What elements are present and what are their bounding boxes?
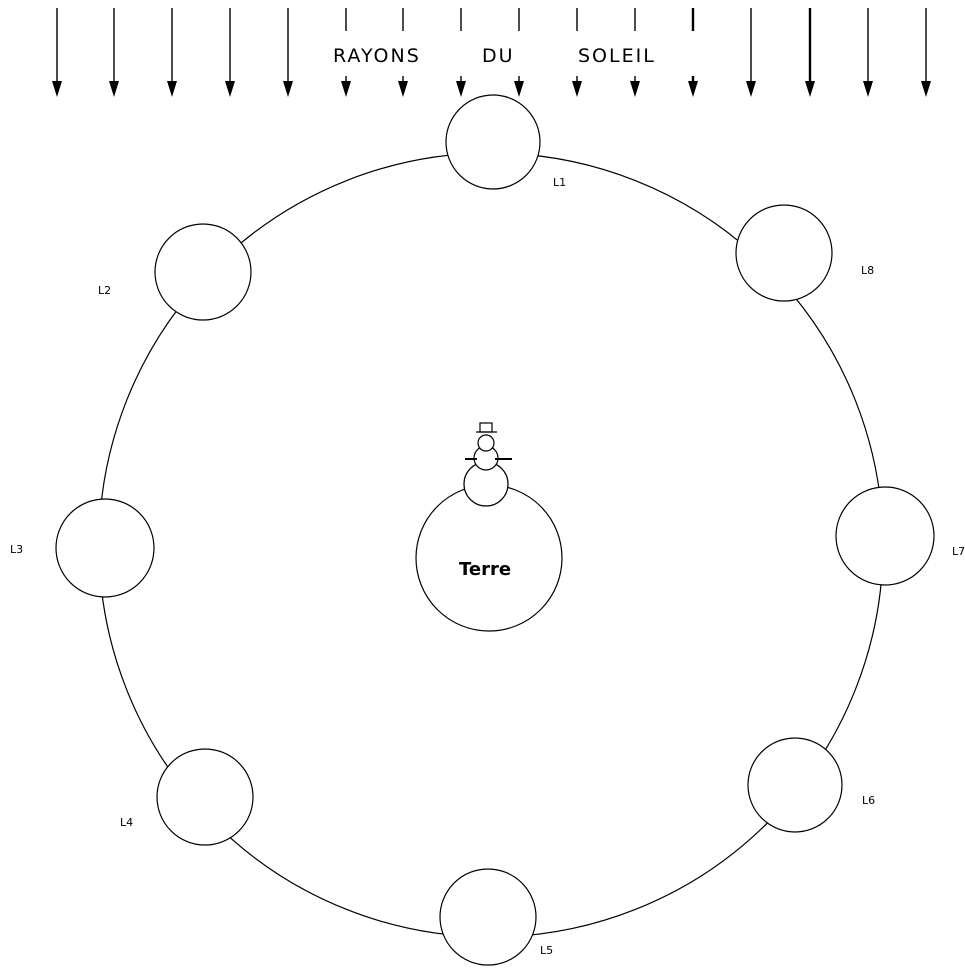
moon-l1 <box>446 95 540 189</box>
moon-label-l1: L1 <box>553 176 566 189</box>
moon-l8 <box>736 205 832 301</box>
moon-label-l3: L3 <box>10 543 23 556</box>
moon-label-l7: L7 <box>952 545 965 558</box>
sun-ray-arrow <box>863 8 873 97</box>
sun-ray-arrow <box>688 8 698 97</box>
sun-ray-arrow <box>456 8 466 97</box>
moon-l4 <box>157 749 253 845</box>
sun-ray-arrow <box>283 8 293 97</box>
sun-ray-arrow <box>225 8 235 97</box>
moon-label-l6: L6 <box>862 794 875 807</box>
moon-l7 <box>836 487 934 585</box>
moon-label-l4: L4 <box>120 816 133 829</box>
moon-l2 <box>155 224 251 320</box>
moon-label-l5: L5 <box>540 944 553 957</box>
sun-ray-arrow <box>52 8 62 97</box>
observer-snowman-icon <box>464 423 512 506</box>
sun-ray-arrow <box>109 8 119 97</box>
title-word-rayons: RAYONS <box>333 45 421 67</box>
moon-label-l2: L2 <box>98 284 111 297</box>
sun-ray-arrow <box>805 8 815 97</box>
title-word-du: DU <box>482 45 515 67</box>
moon-l3 <box>56 499 154 597</box>
title-word-soleil: SOLEIL <box>578 45 656 67</box>
earth-label: Terre <box>459 559 511 580</box>
sun-ray-arrow <box>167 8 177 97</box>
sun-ray-arrow <box>514 8 524 97</box>
sun-ray-arrow <box>921 8 931 97</box>
moon-l5 <box>440 869 536 965</box>
moon-l6 <box>748 738 842 832</box>
moon-label-l8: L8 <box>861 264 874 277</box>
earth-circle <box>416 485 562 631</box>
sun-ray-arrow <box>746 8 756 97</box>
